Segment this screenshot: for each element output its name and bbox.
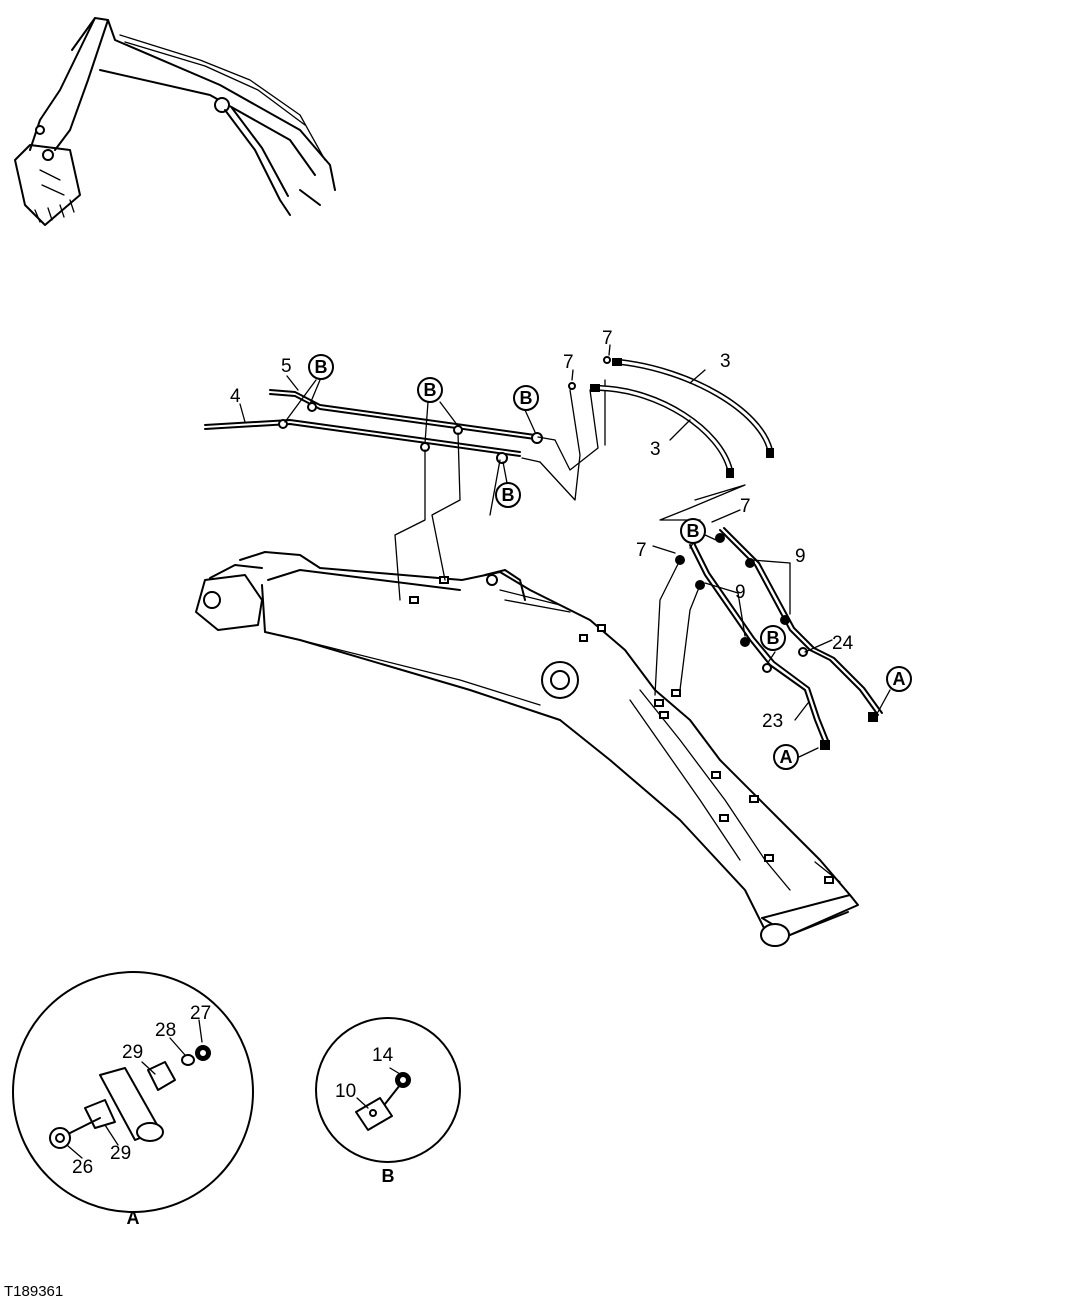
connector-callout-a-2: A bbox=[780, 747, 793, 767]
part-label-23: 23 bbox=[762, 711, 783, 732]
detail-b bbox=[315, 1017, 461, 1163]
part-label-28: 28 bbox=[155, 1020, 176, 1041]
part-label-14: 14 bbox=[372, 1045, 394, 1066]
callout-circles bbox=[308, 354, 912, 770]
part-label-9-a: 9 bbox=[795, 546, 806, 567]
flexible-hoses bbox=[568, 356, 774, 521]
part-label-4: 4 bbox=[230, 386, 241, 407]
part-label-7-d: 7 bbox=[636, 540, 647, 561]
boom-tubes bbox=[204, 379, 606, 601]
leader-lines bbox=[239, 344, 891, 758]
clamp-callout-b-3: B bbox=[520, 388, 533, 408]
clamp-callout-b-4: B bbox=[502, 485, 515, 505]
detail-b-label: B bbox=[382, 1166, 395, 1186]
clamp-callout-b-5: B bbox=[687, 521, 700, 541]
detail-a bbox=[12, 971, 254, 1213]
detail-a-label: A bbox=[127, 1208, 140, 1228]
excavator-thumbnail bbox=[14, 17, 336, 226]
part-label-3-lower: 3 bbox=[650, 439, 661, 460]
part-label-5: 5 bbox=[281, 356, 292, 377]
part-label-27: 27 bbox=[190, 1003, 211, 1024]
part-label-9-b: 9 bbox=[735, 582, 746, 603]
figure-id: T189361 bbox=[4, 1283, 63, 1300]
part-label-26: 26 bbox=[72, 1157, 93, 1178]
part-label-7-c: 7 bbox=[740, 496, 751, 517]
part-label-29-lower: 29 bbox=[110, 1143, 131, 1164]
part-label-7-a: 7 bbox=[563, 352, 574, 373]
part-label-3-upper: 3 bbox=[720, 351, 731, 372]
clamp-callout-b-6: B bbox=[767, 628, 780, 648]
part-label-29-upper: 29 bbox=[122, 1042, 143, 1063]
boom-assembly bbox=[195, 551, 859, 947]
clamp-callout-b-2: B bbox=[424, 380, 437, 400]
part-labels: 3 3 4 5 7 7 7 7 9 9 23 24 26 27 28 29 29… bbox=[72, 328, 854, 1178]
part-label-7-b: 7 bbox=[602, 328, 613, 349]
part-label-24: 24 bbox=[832, 633, 854, 654]
clamp-callout-b-1: B bbox=[315, 357, 328, 377]
connector-callout-a-1: A bbox=[893, 669, 906, 689]
part-label-10: 10 bbox=[335, 1081, 356, 1102]
letter-callouts: B B B B B B A A bbox=[315, 357, 906, 767]
